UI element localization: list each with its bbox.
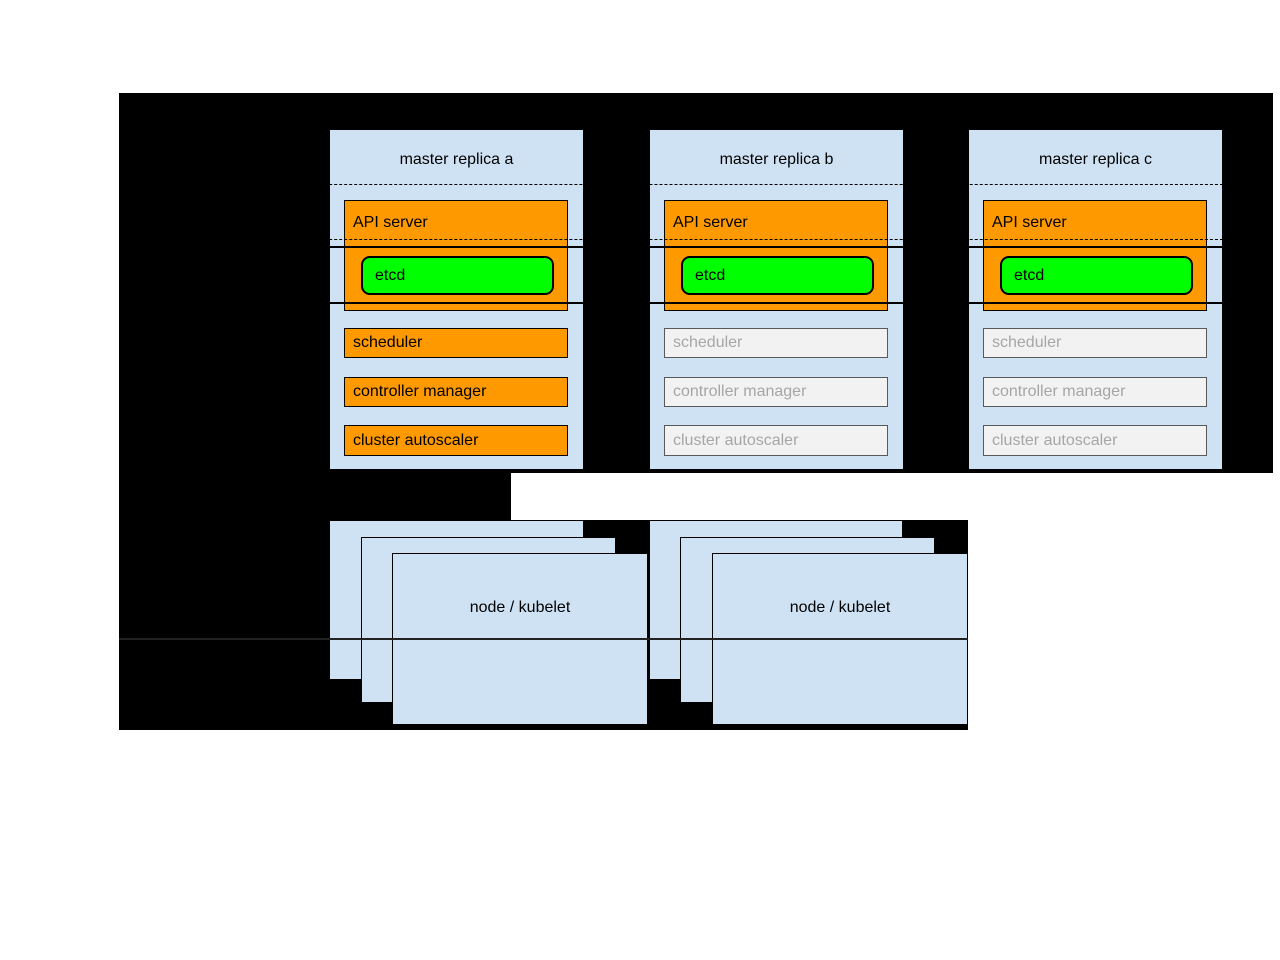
api-server-label-a: API server <box>353 214 428 231</box>
master-replica-b-title: master replica b <box>719 151 834 168</box>
node-kubelet-label-1: node / kubelet <box>469 599 571 616</box>
controller-manager-box-a: controller manager <box>344 377 568 407</box>
master-replica-b-panel: master replica b API server etcd schedul… <box>649 129 904 470</box>
controller-manager-box-c: controller manager <box>983 377 1207 407</box>
dashed-divider-line-top <box>119 184 1273 185</box>
node-kubelet-label-2: node / kubelet <box>789 599 891 616</box>
cluster-autoscaler-box-b: cluster autoscaler <box>664 425 888 456</box>
node-row-divider-line <box>119 638 968 640</box>
api-server-label-c: API server <box>992 214 1067 231</box>
master-replica-a-title: master replica a <box>399 151 514 168</box>
scheduler-box-a: scheduler <box>344 328 568 358</box>
api-server-label-b: API server <box>673 214 748 231</box>
etcd-box-c: etcd <box>1000 256 1193 295</box>
solid-divider-line-upper <box>119 246 1273 248</box>
cluster-autoscaler-box-a: cluster autoscaler <box>344 425 568 456</box>
cluster-autoscaler-box-c: cluster autoscaler <box>983 425 1207 456</box>
api-server-box-b: API server etcd <box>664 200 888 311</box>
etcd-box-b: etcd <box>681 256 874 295</box>
dashed-divider-line-api <box>119 239 1273 240</box>
scheduler-box-c: scheduler <box>983 328 1207 358</box>
scheduler-box-b: scheduler <box>664 328 888 358</box>
master-replica-a-panel: master replica a API server etcd schedul… <box>329 129 584 470</box>
etcd-box-a: etcd <box>361 256 554 295</box>
api-server-box-a: API server etcd <box>344 200 568 311</box>
master-replica-c-title: master replica c <box>1039 151 1152 168</box>
controller-manager-box-b: controller manager <box>664 377 888 407</box>
master-replica-c-panel: master replica c API server etcd schedul… <box>968 129 1223 470</box>
api-server-box-c: API server etcd <box>983 200 1207 311</box>
solid-divider-line-lower <box>119 302 1273 304</box>
